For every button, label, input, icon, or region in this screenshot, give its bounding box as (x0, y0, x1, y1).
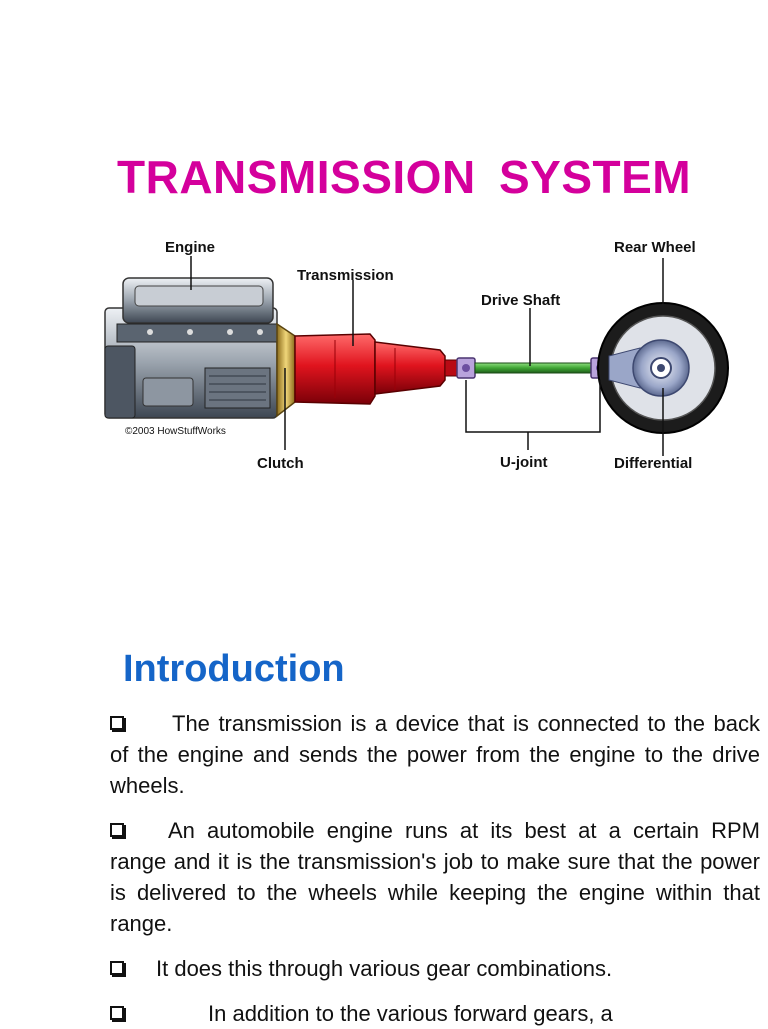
bullet-item: The transmission is a device that is con… (110, 708, 760, 801)
rear-wheel-illustration (597, 302, 729, 434)
bullet-text: An automobile engine runs at its best at… (110, 818, 760, 936)
label-clutch: Clutch (257, 455, 304, 472)
checkbox-bullet-icon (110, 961, 124, 975)
label-transmission: Transmission (297, 267, 394, 284)
checkbox-bullet-icon (110, 823, 124, 837)
drivetrain-diagram: Engine Transmission Drive Shaft Rear Whe… (104, 239, 729, 472)
label-u-joint: U-joint (500, 454, 547, 471)
checkbox-bullet-icon (110, 716, 124, 730)
bullet-text: It does this through various gear combin… (156, 956, 613, 981)
page-title: TRANSMISSION SYSTEM (117, 151, 692, 203)
engine-illustration (104, 277, 278, 419)
copyright-notice: ©2003 HowStuffWorks (125, 426, 226, 437)
bullet-item: It does this through various gear combin… (110, 953, 760, 984)
bullet-item: An automobile engine runs at its best at… (110, 815, 760, 939)
clutch-housing (276, 322, 296, 418)
section-heading: Introduction (123, 648, 345, 690)
label-differential: Differential (614, 455, 692, 472)
transmission-illustration (294, 333, 460, 405)
checkbox-bullet-icon (110, 1006, 124, 1020)
bullet-item: In addition to the various forward gears… (110, 998, 760, 1029)
label-engine: Engine (165, 239, 215, 256)
bullet-text: The transmission is a device that is con… (110, 711, 760, 798)
label-rear-wheel: Rear Wheel (614, 239, 696, 256)
bullet-text: In addition to the various forward gears… (208, 1001, 613, 1026)
drive-shaft (474, 362, 594, 374)
label-drive-shaft: Drive Shaft (481, 292, 560, 309)
